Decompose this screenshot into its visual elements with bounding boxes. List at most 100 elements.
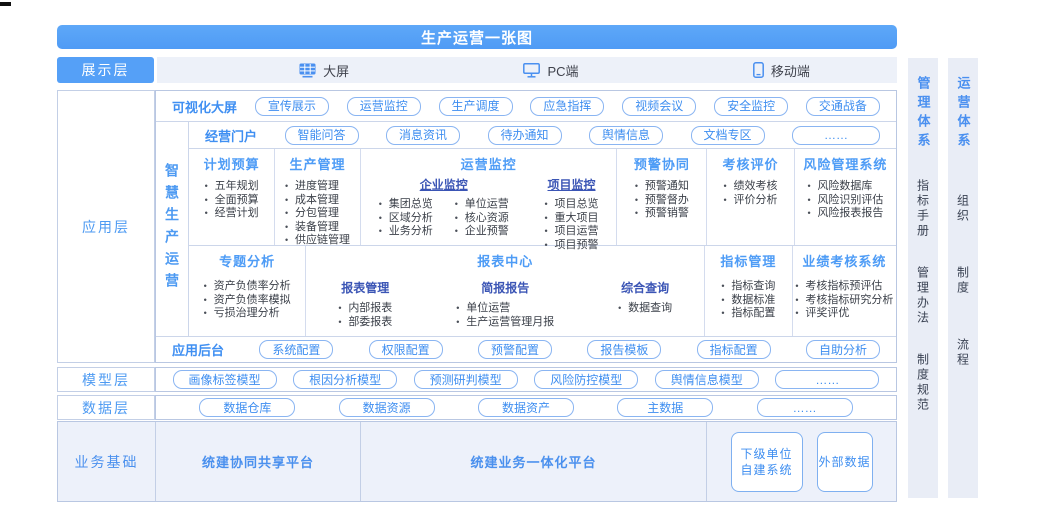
button-daiban-tongzhi[interactable]: 待办通知	[487, 125, 562, 145]
module-item: 进度管理	[285, 180, 350, 194]
group-title: 项目监控	[547, 178, 596, 192]
monitor-icon	[523, 62, 541, 78]
display-item-label: 大屏	[323, 63, 350, 79]
operation-item-process: 流程	[955, 338, 970, 368]
app-modules-row-1: 计划预算 五年规划 全面预算 经营计划 生产管理 进度管理 成本管理 分包管理	[189, 149, 896, 252]
box-subordinate-systems[interactable]: 下级单位 自建系统	[730, 431, 803, 492]
module-operation-monitor: 运营监控 企业监控 集团总览 区域分析 业务分析	[361, 149, 618, 252]
group-report-mgmt: 报表管理 内部报表 部委报表	[338, 279, 392, 329]
group-title: 综合查询	[621, 281, 670, 295]
app-modules-row-2: 专题分析 资产负债率分析 资产负债率模拟 亏损治理分析 报表中心 报表管理	[189, 246, 896, 336]
operation-system-title: 运营体系	[955, 76, 971, 152]
button-yujing-peizhi[interactable]: 预警配置	[477, 340, 552, 359]
module-item: 预警督办	[635, 194, 689, 208]
module-indicator-mgmt: 指标管理 指标查询 数据标准 指标配置	[705, 246, 793, 336]
module-title: 业绩考核系统	[802, 254, 887, 269]
module-item: 数据查询	[618, 302, 672, 316]
module-title: 生产管理	[289, 157, 346, 172]
layer-label-base: 业务基础	[58, 422, 156, 501]
smart-production-section: 智慧生产运营 经营门户 智能问答 消息资讯 待办通知 舆情信息 文档专区 …… …	[156, 122, 896, 337]
admin-backend-label: 应用后台	[172, 343, 225, 358]
data-layer-box: 数据仓库 数据资源 数据资产 主数据 ……	[155, 395, 897, 420]
button-shipin-huiyi[interactable]: 视频会议	[622, 96, 697, 116]
button-xiaoxi-zixun[interactable]: 消息资讯	[386, 125, 461, 145]
visual-bigscreen-row: 可视化大屏 宣传展示 运营监控 生产调度 应急指挥 视频会议 安全监控 交通战备	[156, 91, 896, 122]
portal-label: 经营门户	[205, 128, 258, 144]
operation-system-column: 运营体系 组织 制度 流程	[948, 58, 978, 498]
button-yunying-jiankong[interactable]: 运营监控	[346, 96, 421, 116]
module-title: 计划预算	[203, 157, 260, 172]
management-item-methods: 管理办法	[915, 266, 930, 326]
button-zizhu-fenxi[interactable]: 自助分析	[805, 340, 880, 359]
module-plan-budget: 计划预算 五年规划 全面预算 经营计划	[189, 149, 276, 245]
button-model-portrait-tag[interactable]: 画像标签模型	[172, 370, 277, 389]
group-enterprise-monitor: 企业监控 集团总览 区域分析 业务分析 单位运营 核	[379, 176, 509, 239]
management-item-indicator-manual: 指标手册	[915, 179, 930, 239]
button-anquan-jiankong[interactable]: 安全监控	[714, 96, 789, 116]
button-xuanchuan[interactable]: 宣传展示	[254, 96, 329, 116]
button-master-data[interactable]: 主数据	[617, 398, 714, 417]
module-item: 装备管理	[285, 221, 350, 235]
platform-collab-sharing: 统建协同共享平台	[156, 422, 361, 501]
module-item: 供应链管理	[285, 234, 350, 248]
button-more-data[interactable]: ……	[756, 398, 853, 417]
module-item: 项目运营	[545, 225, 599, 239]
module-item: 成本管理	[285, 194, 350, 208]
display-item-pc: PC端	[523, 61, 579, 80]
display-item-label: 移动端	[770, 63, 810, 79]
button-zhineng-wenda[interactable]: 智能问答	[284, 125, 359, 145]
module-item: 预警通知	[635, 180, 689, 194]
management-system-column: 管理体系 指标手册 管理办法 制度规范	[908, 58, 938, 498]
button-data-resource[interactable]: 数据资源	[338, 398, 435, 417]
button-jiaotong-zhanbei[interactable]: 交通战备	[805, 96, 880, 116]
module-item: 资产负债率分析	[204, 280, 291, 294]
button-data-asset[interactable]: 数据资产	[477, 398, 574, 417]
management-item-standards: 制度规范	[915, 353, 930, 413]
button-model-forecast[interactable]: 预测研判模型	[413, 370, 518, 389]
box-external-data[interactable]: 外部数据	[816, 431, 873, 492]
button-more-models[interactable]: ……	[775, 370, 880, 389]
button-model-risk-control[interactable]: 风险防控模型	[534, 370, 639, 389]
button-xitong-peizhi[interactable]: 系统配置	[259, 340, 334, 359]
module-item: 评奖评优	[795, 307, 893, 321]
button-more-portal[interactable]: ……	[792, 125, 880, 145]
module-item: 五年规划	[205, 180, 259, 194]
button-data-warehouse[interactable]: 数据仓库	[199, 398, 296, 417]
module-item: 预警销警	[635, 207, 689, 221]
module-title: 报表中心	[477, 254, 534, 269]
button-model-root-cause[interactable]: 根因分析模型	[293, 370, 398, 389]
button-shengchan-diaodu[interactable]: 生产调度	[438, 96, 513, 116]
module-title: 运营监控	[460, 157, 517, 172]
button-wendang-zhuanqu[interactable]: 文档专区	[690, 125, 765, 145]
module-warning-collab: 预警协同 预警通知 预警督办 预警销警	[617, 149, 708, 245]
model-layer-box: 画像标签模型 根因分析模型 预测研判模型 风险防控模型 舆情信息模型 ……	[155, 367, 897, 392]
smart-production-vertical-label: 智慧生产运营	[156, 122, 189, 336]
module-title: 指标管理	[720, 254, 777, 269]
module-item: 项目总览	[545, 198, 599, 212]
module-item: 指标查询	[721, 280, 775, 294]
button-quanxian-peizhi[interactable]: 权限配置	[368, 340, 443, 359]
module-item: 生产运营管理月报	[456, 316, 554, 330]
button-yuqing-xinxi[interactable]: 舆情信息	[589, 125, 664, 145]
group-briefing-report: 简报报告 单位运营 生产运营管理月报	[456, 279, 554, 329]
module-item: 区域分析	[379, 212, 433, 226]
module-item: 考核指标预评估	[795, 280, 893, 294]
module-assessment: 考核评价 绩效考核 评价分析	[707, 149, 795, 245]
module-item: 分包管理	[285, 207, 350, 221]
module-item: 亏损治理分析	[204, 307, 291, 321]
button-yingji-zhihui[interactable]: 应急指挥	[530, 96, 605, 116]
page-title: 生产运营一张图	[57, 25, 897, 49]
group-project-monitor: 项目监控 项目总览 重大项目 项目运营 项目预警	[545, 176, 599, 252]
button-baogao-muban[interactable]: 报告模板	[587, 340, 662, 359]
phone-icon	[752, 62, 764, 78]
button-model-public-opinion[interactable]: 舆情信息模型	[654, 370, 759, 389]
group-comprehensive-query: 综合查询 数据查询	[618, 279, 672, 316]
button-zhibiao-peizhi[interactable]: 指标配置	[696, 340, 771, 359]
module-item: 绩效考核	[724, 180, 778, 194]
module-item: 数据标准	[721, 294, 775, 308]
layer-label-display: 展示层	[57, 57, 154, 83]
portal-row: 经营门户 智能问答 消息资讯 待办通知 舆情信息 文档专区 ……	[189, 122, 896, 149]
module-item: 单位运营	[455, 198, 509, 212]
module-item: 企业预警	[455, 225, 509, 239]
